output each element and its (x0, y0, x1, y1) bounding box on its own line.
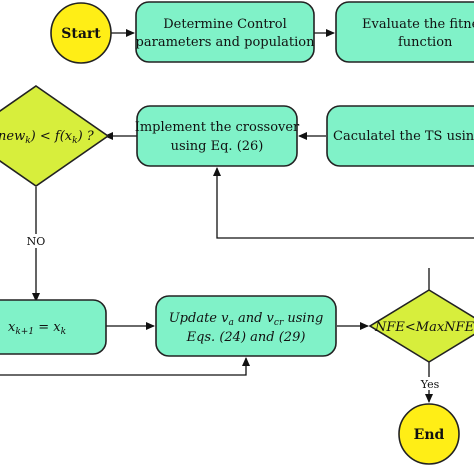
decision-f-text: newk) < f(xk) ? (0, 129, 95, 146)
decision-f-part3: ) ? (77, 129, 95, 144)
crossover-line2: using Eq. (26) (171, 139, 264, 154)
assign-box (0, 299, 107, 355)
start-circle (50, 2, 112, 64)
update-box (155, 295, 337, 357)
determine-box (135, 1, 315, 63)
crossover-node: Implement the crossover using Eq. (26) (135, 105, 300, 167)
determine-node: Determine Control parameters and populat… (135, 1, 316, 63)
decision-f-node: newk) < f(xk) ? (0, 85, 110, 187)
decision-f-sub1: k (25, 136, 30, 146)
no-label-bg (25, 234, 49, 248)
evaluate-line1: Evaluate the fitne (362, 17, 474, 32)
decision-f-diamond (0, 85, 110, 187)
evaluate-node: Evaluate the fitne function (335, 1, 474, 63)
end-circle (398, 403, 460, 465)
decision-f-sub2: k (72, 136, 77, 146)
assign-mid: = x (34, 320, 61, 335)
calculate-ts-node: Caculatel the TS using (326, 105, 474, 167)
nfe-node: NFE<MaxNFE (368, 289, 474, 363)
determine-line2: parameters and population (136, 35, 316, 50)
update-part-c: using (283, 311, 323, 326)
update-line2: Eqs. (24) and (29) (186, 330, 306, 345)
end-label: End (414, 427, 445, 443)
update-line1: Update va and vcr using (169, 311, 324, 328)
decision-f-part1: new (0, 129, 25, 144)
start-node: Start (50, 2, 112, 64)
nfe-label: NFE<MaxNFE (374, 320, 474, 335)
edge-label-yes: Yes (420, 378, 440, 391)
update-node: Update va and vcr using Eqs. (24) and (2… (155, 295, 337, 357)
assign-rhs-sub: k (61, 327, 66, 337)
assign-text: xk+1 = xk (8, 320, 66, 337)
evaluate-box (335, 1, 474, 63)
update-sub-a: a (228, 318, 233, 328)
determine-line1: Determine Control (163, 17, 287, 32)
edge-loop-to-crossover (213, 167, 474, 239)
start-label: Start (61, 26, 101, 42)
assign-lhs: x (8, 320, 16, 335)
edge-label-no: NO (27, 235, 46, 248)
calculate-ts-box (326, 105, 474, 167)
update-part-a: Update v (169, 311, 229, 326)
end-node: End (398, 403, 460, 465)
calculate-ts-line1: Caculatel the TS using (333, 129, 474, 144)
yes-label-bg (417, 377, 443, 390)
evaluate-line2: function (398, 35, 453, 50)
update-part-b: and v (234, 311, 275, 326)
edge-feedback-to-update (0, 357, 250, 376)
nfe-diamond (368, 289, 474, 363)
crossover-line1: Implement the crossover (135, 120, 300, 135)
assign-node: xk+1 = xk (0, 299, 107, 355)
decision-f-part2: ) < f(x (30, 129, 73, 144)
update-sub-b: cr (274, 318, 284, 328)
crossover-box (136, 105, 298, 167)
assign-lhs-sub: k+1 (15, 327, 34, 337)
